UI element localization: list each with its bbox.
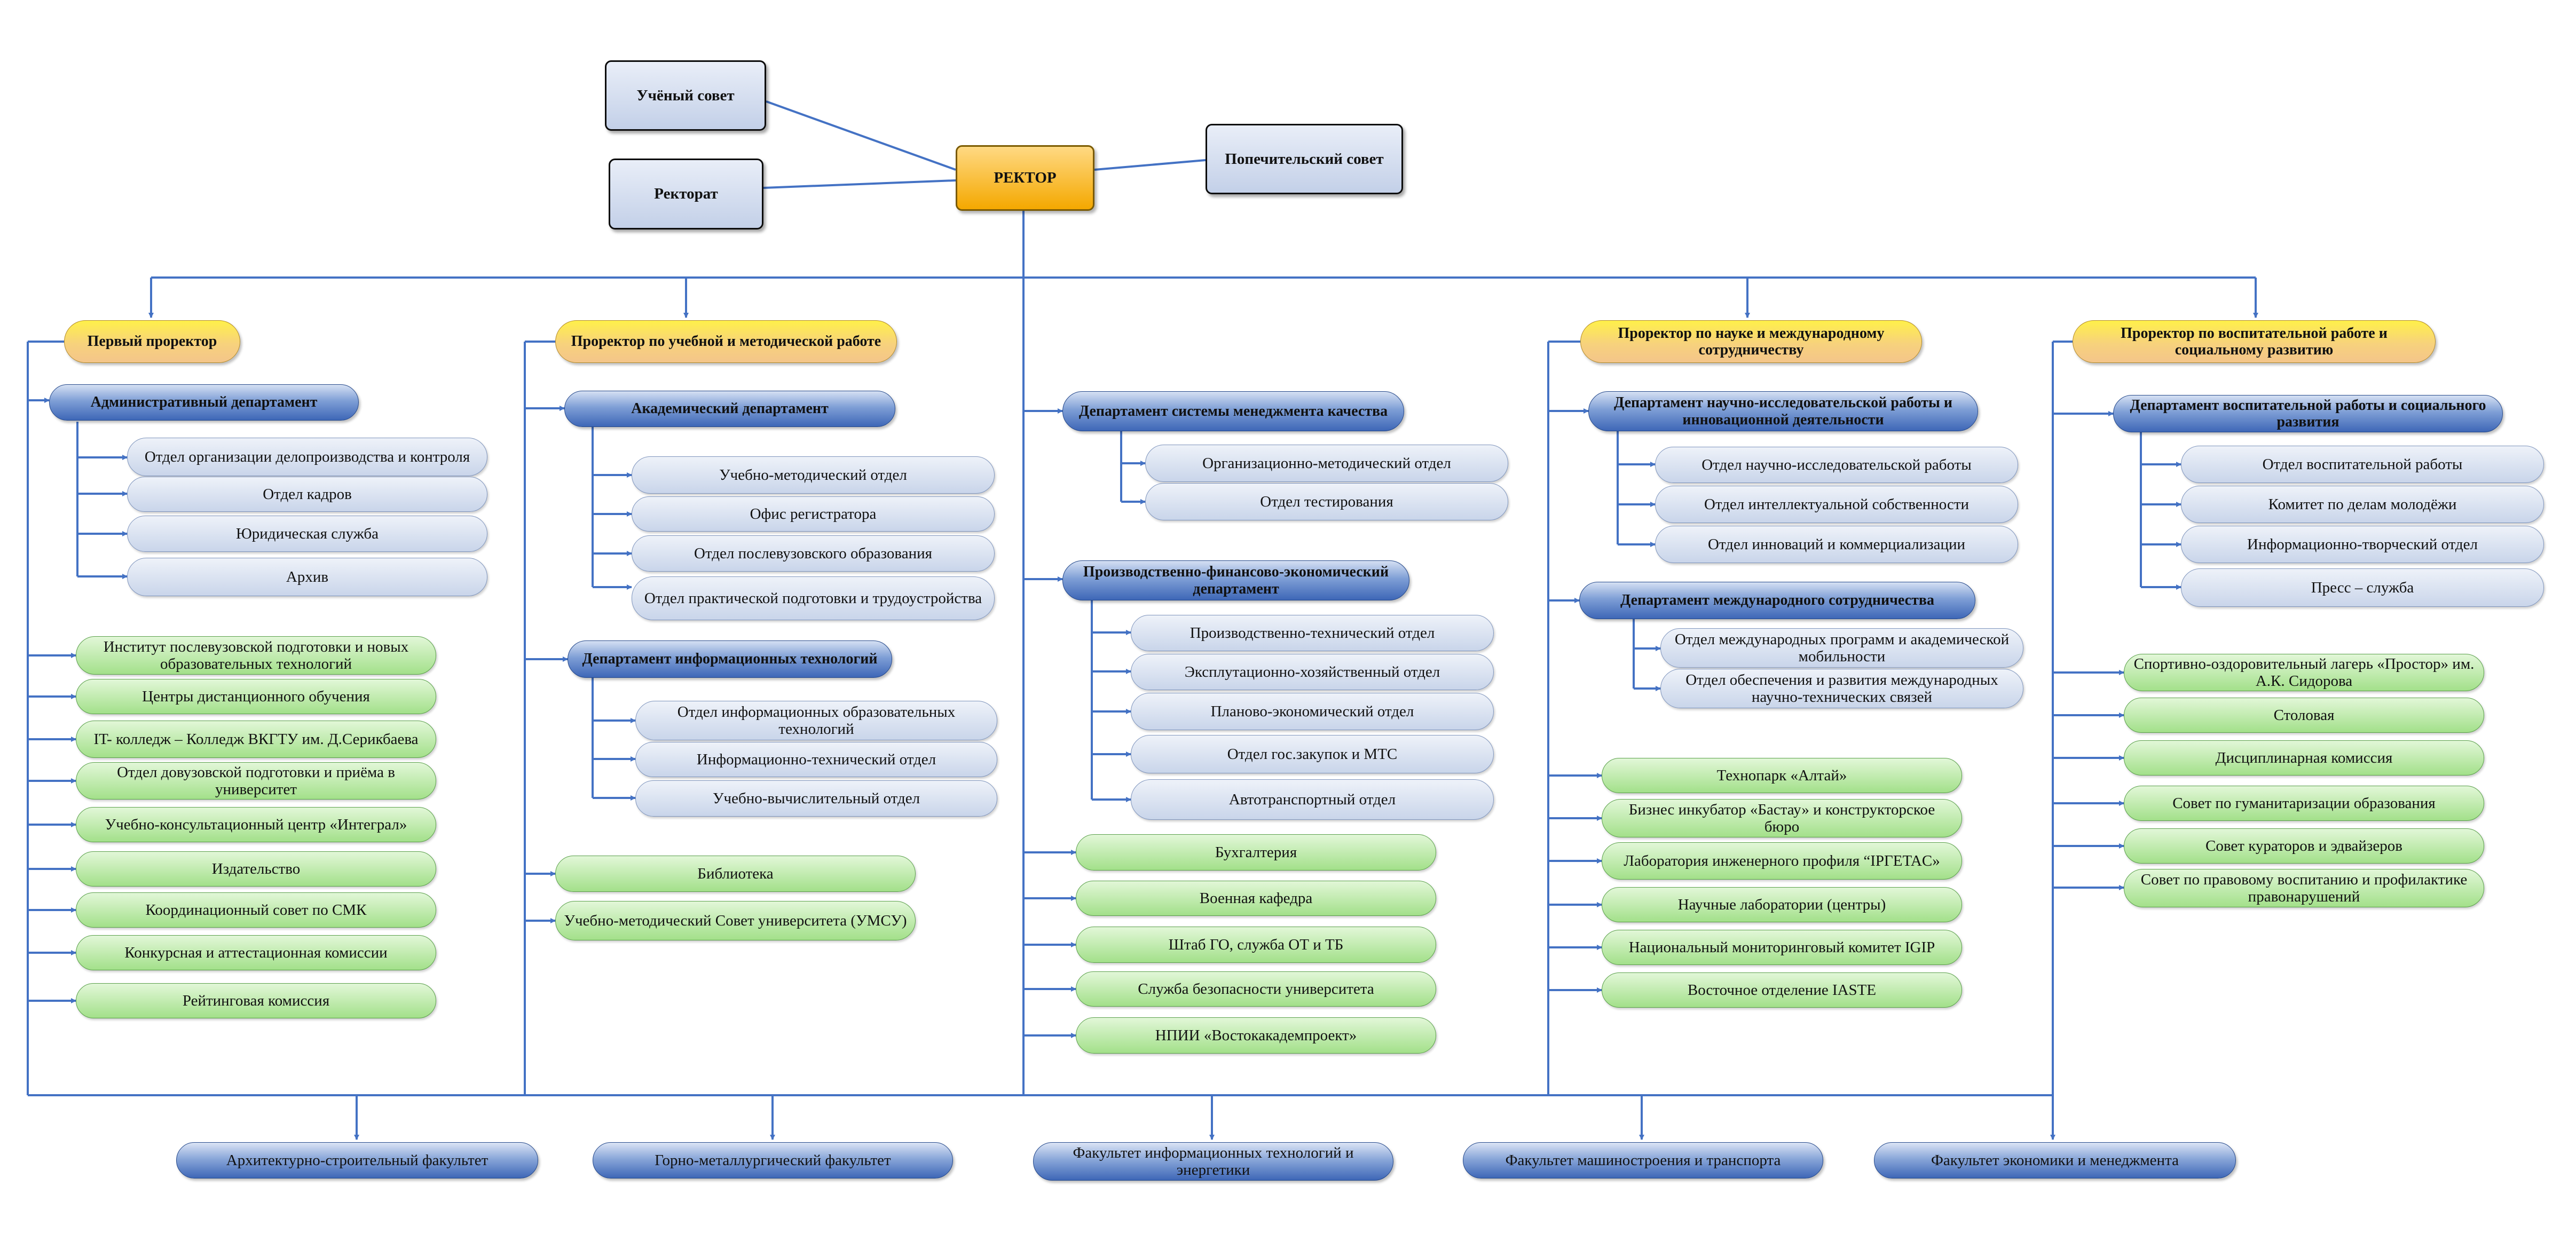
unit-procurement[interactable]: Отдел гос.закупок и МТС [1131, 735, 1494, 773]
unit-upbringing[interactable]: Отдел воспитательной работы [2181, 446, 2544, 483]
rector-box[interactable]: РЕКТОР [956, 145, 1094, 211]
green-rating-commission[interactable]: Рейтинговая комиссия [76, 983, 436, 1018]
unit-practical-training[interactable]: Отдел практической подготовки и трудоуст… [632, 576, 995, 620]
unit-transport[interactable]: Автотранспортный отдел [1131, 779, 1494, 820]
unit-hr[interactable]: Отдел кадров [127, 477, 487, 512]
unit-international-relations[interactable]: Отдел обеспечения и развития международн… [1660, 669, 2023, 708]
green-civil-defense[interactable]: Штаб ГО, служба ОТ и ТБ [1076, 927, 1436, 963]
rectorate-box[interactable]: Ректорат [609, 159, 763, 230]
green-research-labs[interactable]: Научные лаборатории (центры) [1602, 887, 1962, 922]
unit-production-technical[interactable]: Производственно-технический отдел [1131, 615, 1494, 651]
unit-intellectual-property[interactable]: Отдел интеллектуальной собственности [1655, 486, 2018, 523]
green-smk-council[interactable]: Координационный совет по СМК [76, 892, 436, 928]
faculty-economics[interactable]: Факультет экономики и менеджмента [1874, 1142, 2236, 1178]
unit-it-technical[interactable]: Информационно-технический отдел [635, 742, 997, 777]
faculty-mining[interactable]: Горно-металлургический факультет [593, 1142, 953, 1178]
administrative-department[interactable]: Административный департамент [49, 384, 359, 421]
quality-management-department[interactable]: Департамент системы менеджмента качества [1062, 391, 1404, 431]
vice-rector-social[interactable]: Проректор по воспитательной работе и соц… [2073, 320, 2436, 363]
faculty-mechanical[interactable]: Факультет машиностроения и транспорта [1463, 1142, 1823, 1178]
faculty-it-energy[interactable]: Факультет информационных технологий и эн… [1033, 1142, 1393, 1181]
green-it-college[interactable]: IT- колледж – Колледж ВКГТУ им. Д.Серикб… [76, 721, 436, 758]
research-innovation-department[interactable]: Департамент научно-исследовательской раб… [1588, 391, 1978, 431]
unit-research[interactable]: Отдел научно-исследовательской работы [1655, 447, 2018, 483]
green-iaste-branch[interactable]: Восточное отделение IASTE [1602, 972, 1962, 1008]
green-accounting[interactable]: Бухгалтерия [1076, 834, 1436, 871]
green-pre-university[interactable]: Отдел довузовской подготовки и приёма в … [76, 762, 436, 800]
green-military-department[interactable]: Военная кафедра [1076, 881, 1436, 916]
green-canteen[interactable]: Столовая [2124, 698, 2484, 733]
green-competition-commission[interactable]: Конкурсная и аттестационная комиссии [76, 935, 436, 970]
green-igip-committee[interactable]: Национальный мониторинговый комитет IGIP [1602, 930, 1962, 965]
green-sports-camp[interactable]: Спортивно-оздоровительный лагерь «Просто… [2124, 654, 2484, 691]
first-vice-rector[interactable]: Первый проректор [64, 320, 240, 363]
green-technopark[interactable]: Технопарк «Алтай» [1602, 758, 1962, 793]
green-business-incubator[interactable]: Бизнес инкубатор «Бастау» и конструкторс… [1602, 799, 1962, 837]
unit-org-methodical[interactable]: Организационно-методический отдел [1145, 445, 1508, 482]
green-disciplinary-commission[interactable]: Дисциплинарная комиссия [2124, 740, 2484, 776]
green-library[interactable]: Библиотека [555, 856, 916, 892]
international-department[interactable]: Департамент международного сотрудничеств… [1579, 582, 1975, 619]
unit-youth-committee[interactable]: Комитет по делам молодёжи [2181, 486, 2544, 523]
unit-postgrad[interactable]: Отдел послевузовского образования [632, 535, 995, 572]
unit-innovation[interactable]: Отдел инноваций и коммерциализации [1655, 526, 2018, 563]
unit-it-education[interactable]: Отдел информационных образовательных тех… [635, 701, 997, 740]
academic-council-box[interactable]: Учёный совет [605, 60, 766, 131]
unit-legal[interactable]: Юридическая служба [127, 516, 487, 552]
green-engineering-lab[interactable]: Лаборатория инженерного профиля “IPГETAC… [1602, 842, 1962, 880]
it-department[interactable]: Департамент информационных технологий [568, 640, 892, 678]
green-integral-center[interactable]: Учебно-консультационный центр «Интеграл» [76, 807, 436, 842]
unit-records-control[interactable]: Отдел организации делопроизводства и кон… [127, 438, 487, 476]
green-distance-centers[interactable]: Центры дистанционного обучения [76, 679, 436, 714]
faculty-architecture[interactable]: Архитектурно-строительный факультет [176, 1142, 538, 1178]
vice-rector-academic[interactable]: Проректор по учебной и методической рабо… [555, 320, 897, 363]
unit-methodical[interactable]: Учебно-методический отдел [632, 456, 995, 494]
green-legal-education-council[interactable]: Совет по правовому воспитанию и профилак… [2124, 869, 2484, 907]
unit-creative[interactable]: Информационно-творческий отдел [2181, 526, 2544, 563]
green-security-service[interactable]: Служба безопасности университета [1076, 971, 1436, 1007]
unit-testing[interactable]: Отдел тестирования [1145, 483, 1508, 520]
green-umsu[interactable]: Учебно-методический Совет университета (… [555, 901, 916, 940]
green-publishing[interactable]: Издательство [76, 851, 436, 887]
unit-international-programs[interactable]: Отдел международных программ и академиче… [1660, 628, 2023, 668]
green-humanitarization-council[interactable]: Совет по гуманитаризации образования [2124, 786, 2484, 821]
finance-economics-department[interactable]: Производственно-финансово-экономический … [1062, 560, 1409, 600]
unit-registrar[interactable]: Офис регистратора [632, 496, 995, 532]
unit-planning-economic[interactable]: Планово-экономический отдел [1131, 693, 1494, 730]
academic-department[interactable]: Академический департамент [564, 391, 895, 427]
vice-rector-science[interactable]: Проректор по науке и международному сотр… [1580, 320, 1922, 363]
unit-maintenance[interactable]: Эксплутационно-хозяйственный отдел [1131, 654, 1494, 690]
trustees-box[interactable]: Попечительский совет [1206, 124, 1403, 194]
unit-computing[interactable]: Учебно-вычислительный отдел [635, 780, 997, 817]
unit-archive[interactable]: Архив [127, 558, 487, 596]
green-curators-council[interactable]: Совет кураторов и эдвайзеров [2124, 828, 2484, 864]
green-research-institute[interactable]: НПИИ «Востокакадемпроект» [1076, 1017, 1436, 1054]
upbringing-department[interactable]: Департамент воспитательной работы и соци… [2113, 395, 2503, 432]
unit-press[interactable]: Пресс – служба [2181, 568, 2544, 607]
green-postgrad-institute[interactable]: Институт послевузовской подготовки и нов… [76, 636, 436, 675]
